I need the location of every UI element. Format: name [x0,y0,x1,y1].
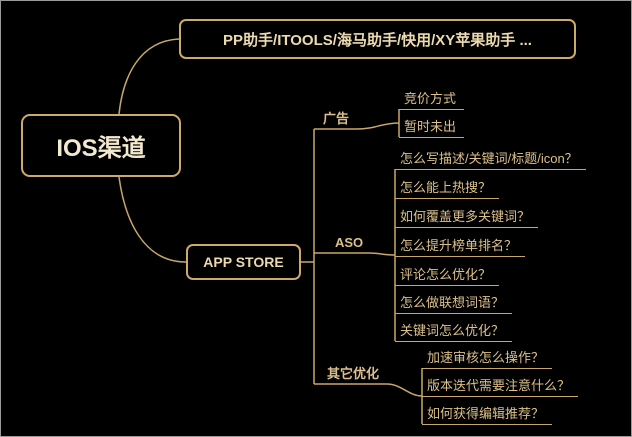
branch-node-pp-assistants[interactable]: PP助手/ITOOLS/海马助手/快用/XY苹果助手 ... [179,19,576,59]
leaf-node[interactable]: 怎么做联想词语？ [395,293,513,314]
leaf-node[interactable]: 评论怎么优化？ [395,265,500,286]
group-label-ads[interactable]: 广告 [323,111,350,126]
leaf-node[interactable]: 版本迭代需要注意什么？ [422,376,579,397]
leaf-node[interactable]: 怎么写描述/关键词/标题/icon？ [395,149,586,170]
leaf-node[interactable]: 怎么提升榜单排名？ [395,236,526,257]
connector-group-aso [314,169,396,341]
connector-appstore-spine [301,129,315,384]
leaf-node[interactable]: 竞价方式 [399,89,465,110]
group-label-other-optimization[interactable]: 其它优化 [327,366,380,381]
connector-root-to-top-branch [118,38,180,115]
connector-group-ads [314,109,400,137]
group-label-aso[interactable]: ASO [335,235,364,250]
leaf-node[interactable]: 如何覆盖更多关键词？ [395,207,539,228]
leaf-node[interactable]: 如何获得编辑推荐？ [422,404,553,425]
connector-root-to-appstore [118,176,187,263]
leaf-node[interactable]: 加速审核怎么操作？ [422,348,553,369]
leaf-node[interactable]: 暂时未出 [399,117,465,138]
branch-node-app-store[interactable]: APP STORE [186,244,301,280]
root-node[interactable]: IOS渠道 [21,114,181,177]
leaf-node[interactable]: 怎么能上热搜？ [395,178,500,199]
leaf-node[interactable]: 关键词怎么优化？ [395,321,513,342]
